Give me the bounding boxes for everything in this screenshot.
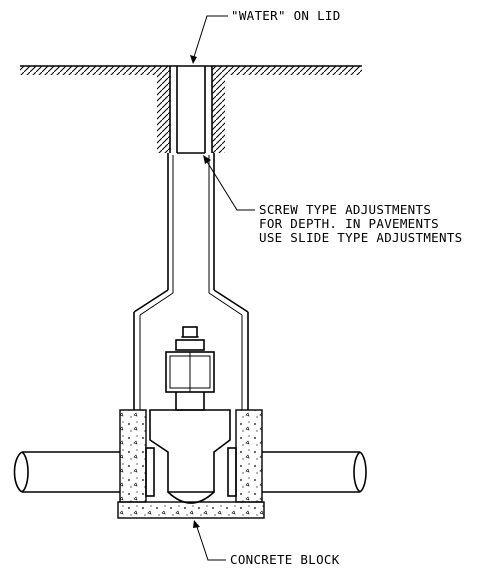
adjustment-note-line-3: USE SLIDE TYPE ADJUSTMENTS [259,230,462,245]
water-main-pipe [13,451,367,493]
concrete-block-label: CONCRETE BLOCK [230,552,340,567]
ground-surface [20,65,362,75]
concrete-block [117,501,265,519]
riser-backfill [157,75,225,153]
leader-lines [190,15,255,561]
adjustment-note-line-1: SCREW TYPE ADJUSTMENTS [259,202,431,217]
concrete-surround [119,409,263,503]
gate-valve [145,326,237,504]
adjustment-note-line-2: FOR DEPTH. IN PAVEMENTS [259,216,439,231]
valve-box-riser [133,65,249,410]
lid-label: "WATER" ON LID [231,8,341,23]
